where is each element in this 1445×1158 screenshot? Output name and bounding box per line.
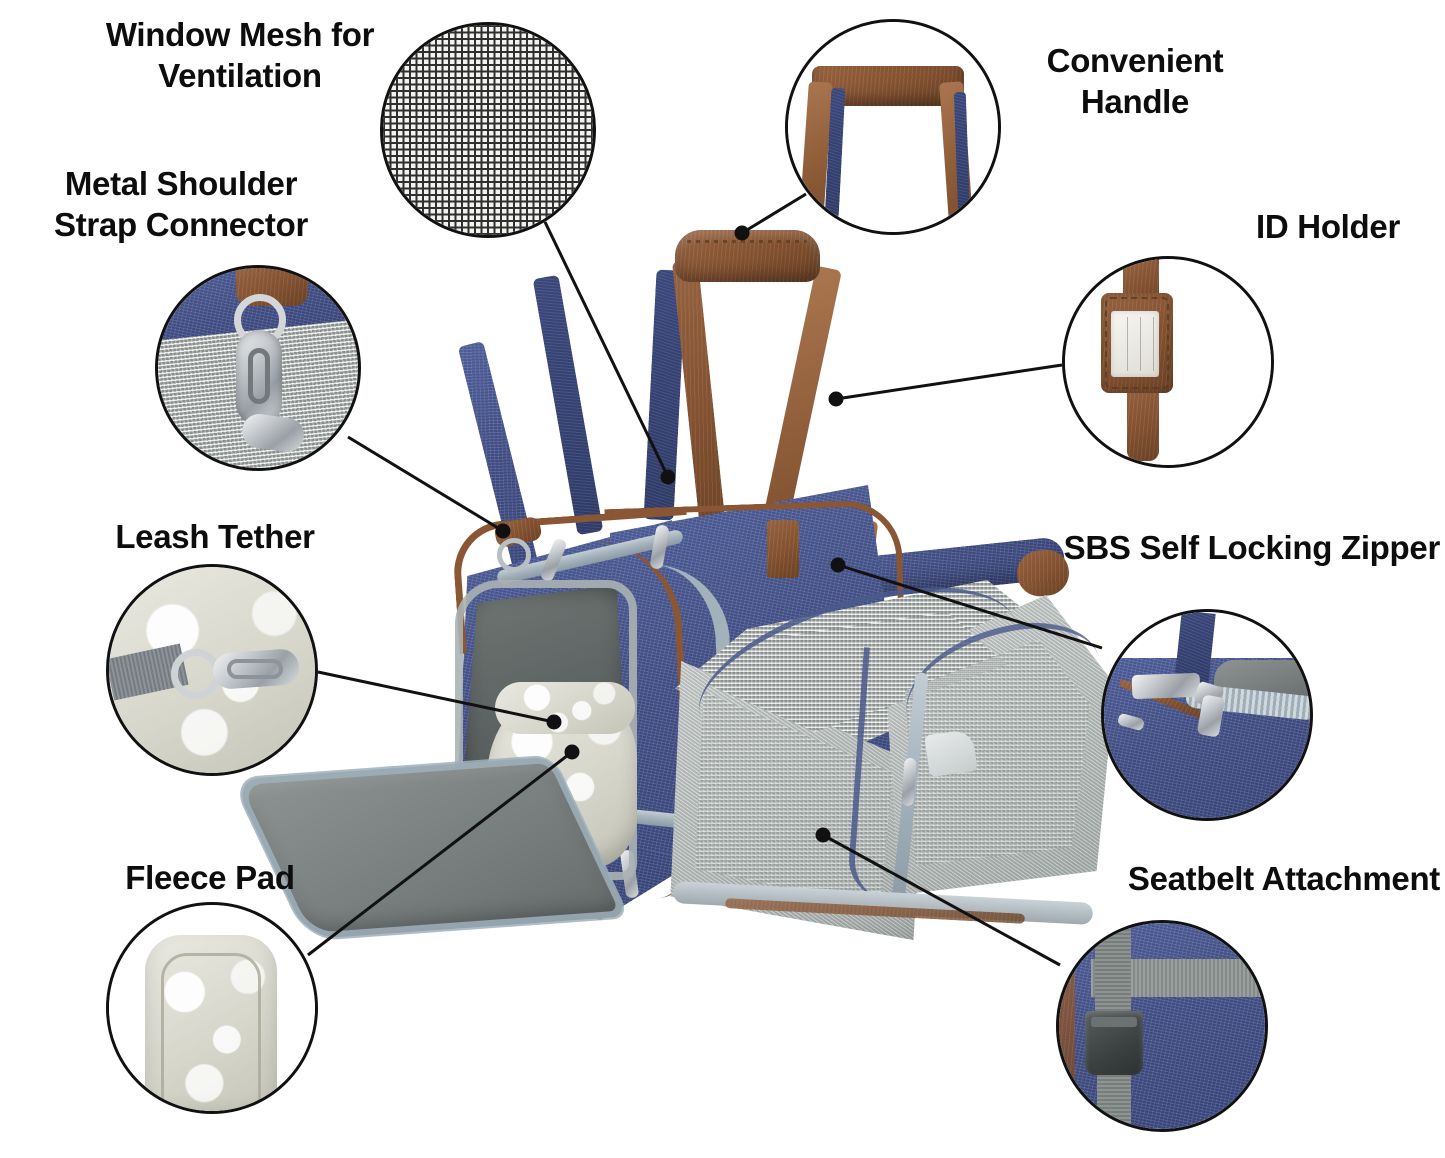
label-seatbelt-attachment: Seatbelt Attachment <box>1127 860 1440 897</box>
handle-grip-stitch <box>687 240 807 243</box>
seatbelt-webbing-strap-upper <box>1095 927 1131 1013</box>
label-window-mesh: Window Mesh for Ventilation <box>105 16 375 94</box>
callout-id-holder-image <box>1065 259 1271 465</box>
handle-strap-denim-back-2 <box>532 274 604 536</box>
seatbelt-buckle-slot <box>1091 1017 1137 1027</box>
brand-patch <box>767 520 799 578</box>
callout-metal-shoulder-strap-connector[interactable] <box>155 265 361 471</box>
label-sbs-self-locking-zipper: SBS Self Locking Zipper <box>1063 529 1441 566</box>
mesh-weave-swatch <box>383 25 593 235</box>
callout-metal-connector-image <box>158 268 358 468</box>
callout-sbs-zipper-image <box>1104 612 1310 818</box>
callout-leash-tether[interactable] <box>106 564 318 776</box>
label-convenient-handle: Convenient Handle <box>1046 42 1224 120</box>
label-fleece-pad: Fleece Pad <box>125 859 295 896</box>
seatbelt-leather-edge <box>1059 923 1075 1129</box>
zipper-callout-pull-tab <box>1131 672 1201 700</box>
connector-snap-hook-eye <box>248 348 270 404</box>
fleece-pad-inner-seam <box>161 953 261 1111</box>
label-metal-shoulder-strap-connector: Metal Shoulder Strap Connector <box>53 165 309 243</box>
callout-window-mesh[interactable] <box>380 22 596 238</box>
callout-fleece-pad-image <box>109 905 315 1111</box>
callout-window-mesh-image <box>383 25 593 235</box>
d-ring <box>497 538 531 572</box>
id-holder-tag-window-lines <box>1115 317 1155 371</box>
callout-seatbelt-image <box>1059 923 1265 1129</box>
tether-clip-gate <box>227 659 283 679</box>
callout-leash-tether-image <box>109 567 315 773</box>
callout-convenient-handle-image <box>788 22 998 232</box>
id-holder-tag-stitching <box>1105 297 1169 389</box>
callout-id-holder[interactable] <box>1062 256 1274 468</box>
callout-sbs-self-locking-zipper[interactable] <box>1101 609 1313 821</box>
seatbelt-webbing-strap-lower <box>1097 1069 1131 1129</box>
callout-seatbelt-attachment[interactable] <box>1056 920 1268 1132</box>
callout-fleece-pad[interactable] <box>106 902 318 1114</box>
label-leash-tether: Leash Tether <box>115 518 315 555</box>
label-id-holder: ID Holder <box>1256 208 1400 245</box>
callout-convenient-handle[interactable] <box>785 19 1001 235</box>
id-holder-strap-bottom <box>1127 383 1159 461</box>
handle-grip <box>675 230 820 282</box>
fleece-pad-bolster <box>495 682 635 734</box>
connector-snap-hook <box>236 330 282 426</box>
